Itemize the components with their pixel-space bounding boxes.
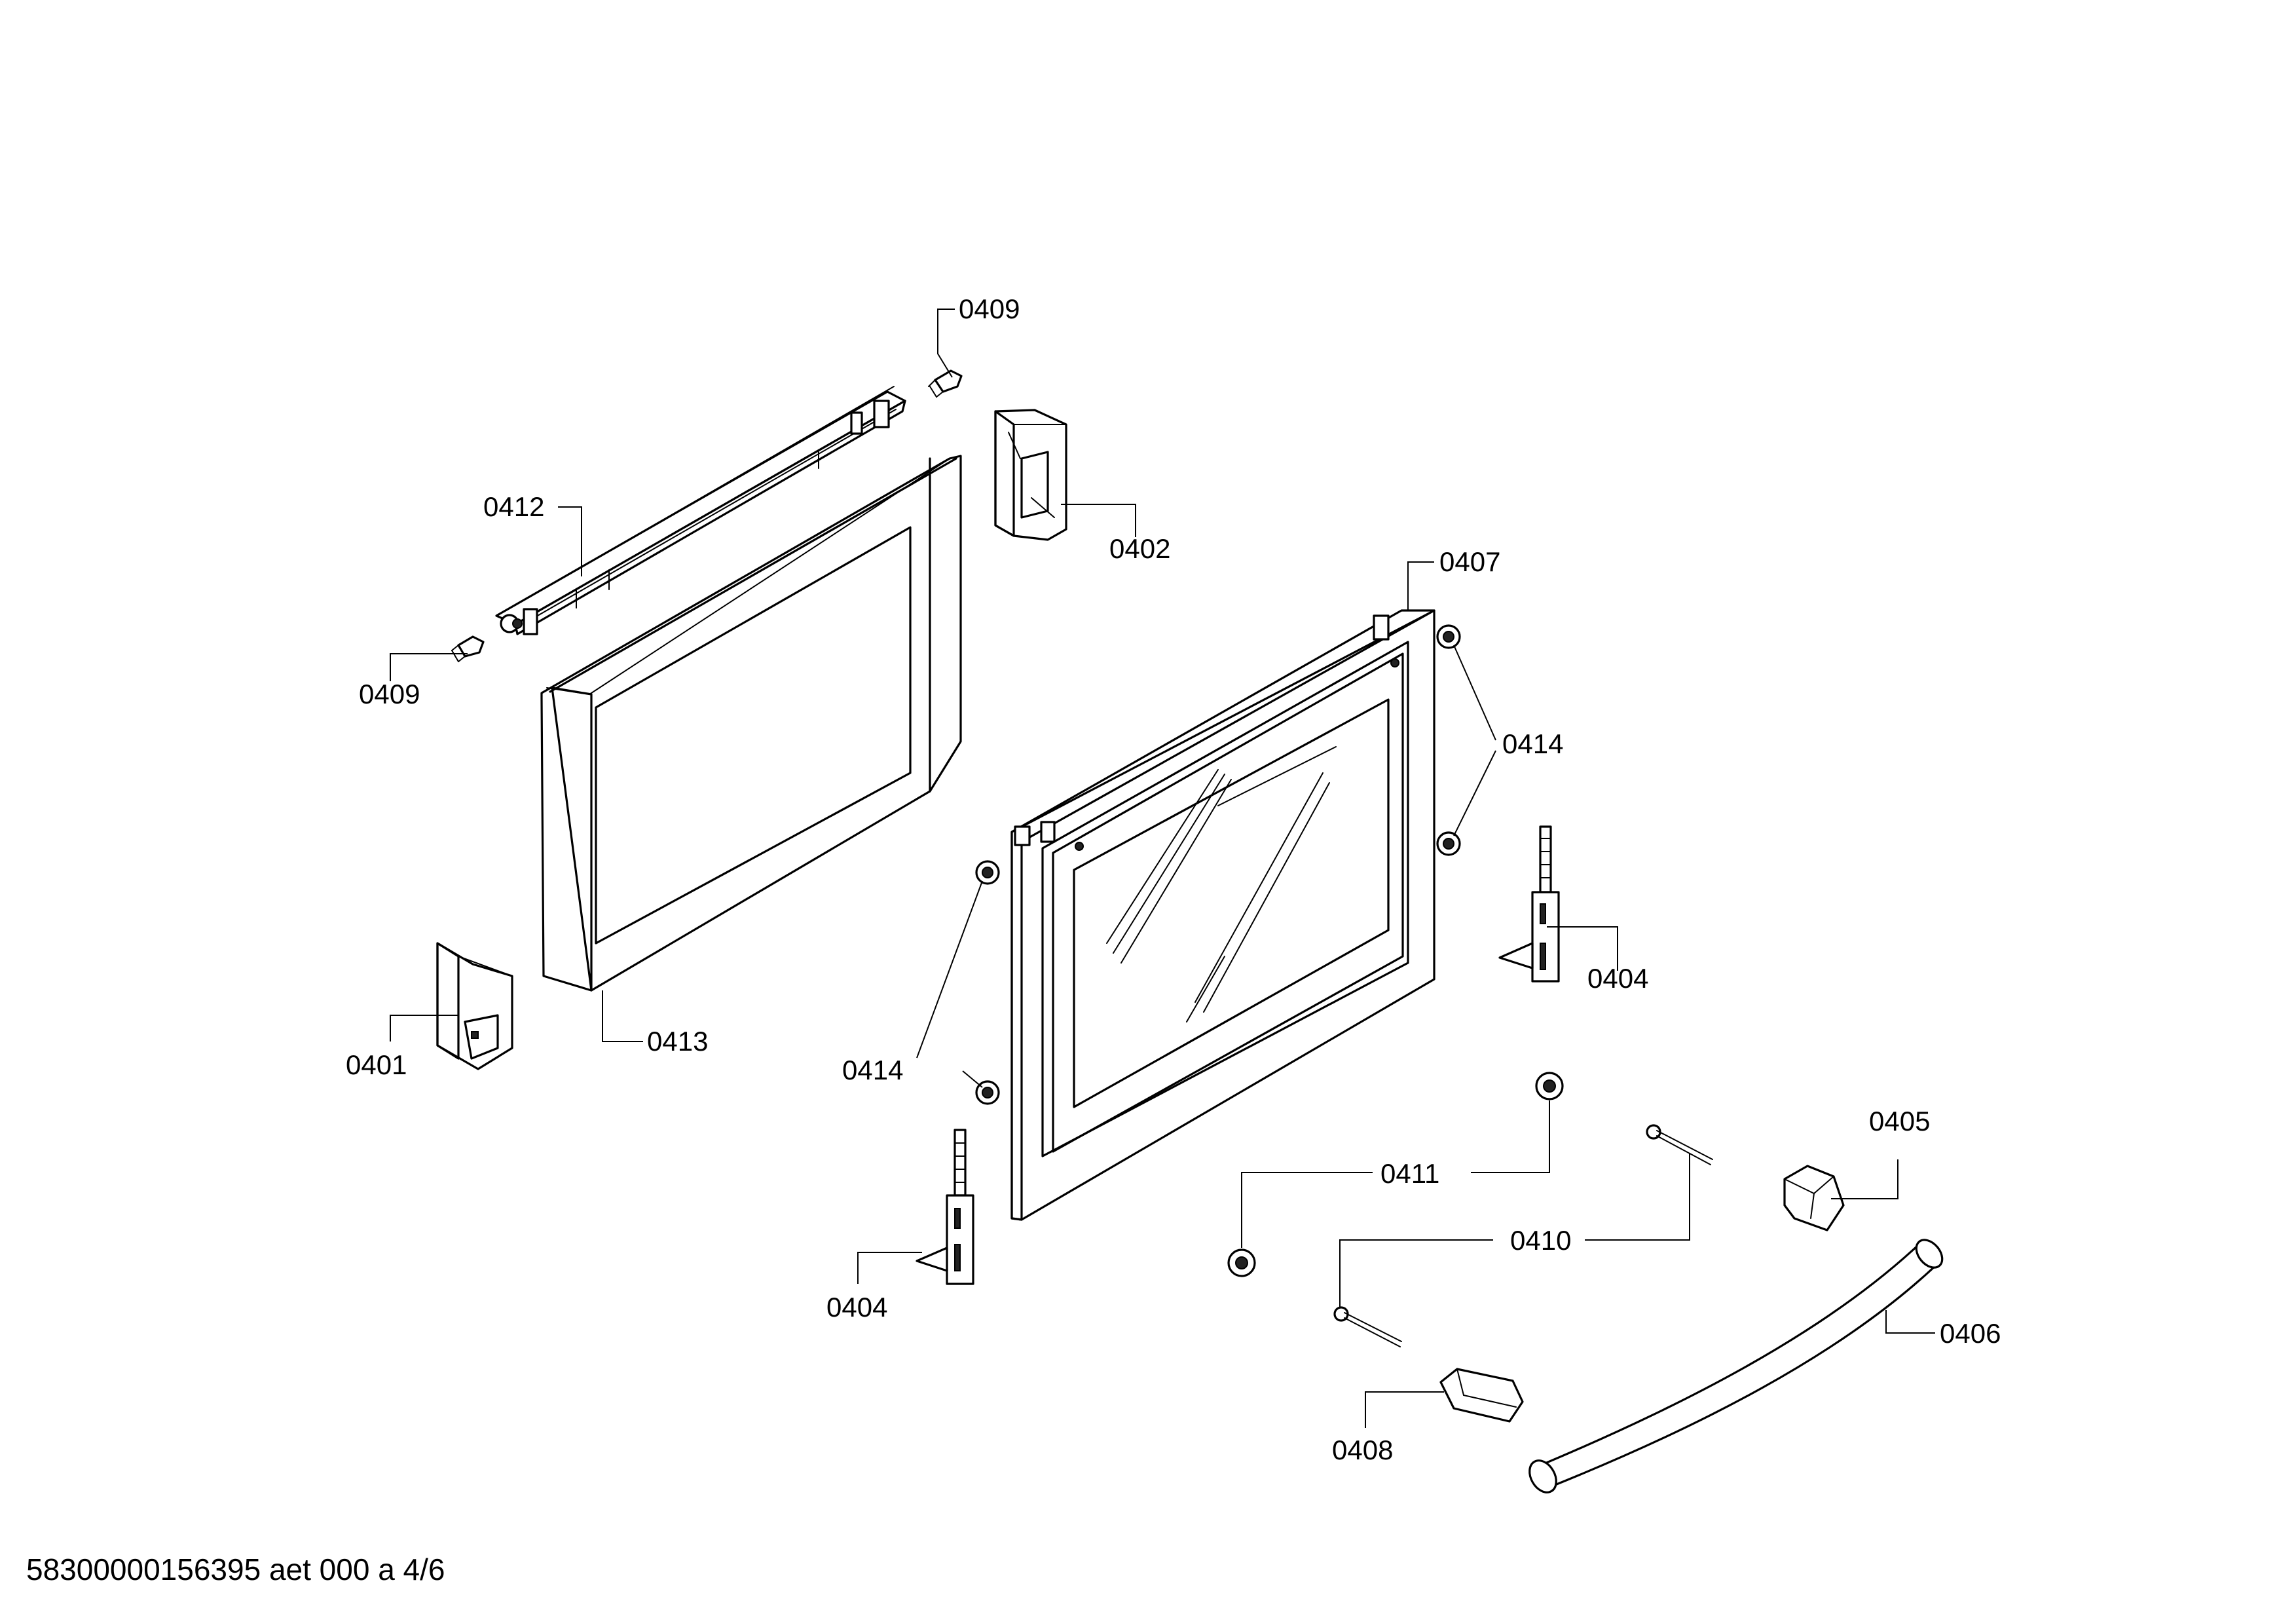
- label-0409-left: 0409: [359, 679, 420, 709]
- label-0405: 0405: [1869, 1106, 1930, 1136]
- label-0414-left: 0414: [842, 1055, 903, 1085]
- part-0407-outer-door: [1010, 609, 1435, 1221]
- label-0404-bottom: 0404: [826, 1292, 887, 1323]
- part-0411-spacers: [1227, 1072, 1564, 1277]
- label-0407: 0407: [1439, 546, 1500, 577]
- label-0402: 0402: [1109, 533, 1170, 564]
- label-0410: 0410: [1510, 1225, 1571, 1256]
- label-0411: 0411: [1380, 1158, 1439, 1189]
- label-0406: 0406: [1940, 1318, 2001, 1349]
- part-0408-end-cap: [1439, 1368, 1524, 1423]
- part-0409-clip-left: [451, 635, 485, 662]
- part-0414-bumpers: [975, 624, 1461, 1105]
- document-footer-code: 58300000156395 aet 000 a 4/6: [26, 1552, 445, 1586]
- part-0401-hinge-bracket: [436, 942, 513, 1070]
- part-0413-inner-glass-panel: [540, 455, 962, 992]
- label-0409-top: 0409: [959, 293, 1020, 324]
- label-0412: 0412: [483, 491, 544, 522]
- leader-lines: [390, 309, 1935, 1428]
- label-0408: 0408: [1332, 1435, 1393, 1465]
- part-0404-hinge-right: [1498, 825, 1560, 983]
- part-0409-clip-top: [928, 369, 963, 398]
- part-0406-door-handle: [1528, 1239, 1944, 1493]
- part-0412-top-trim-rail: [495, 386, 906, 635]
- part-0402-hinge-bracket: [994, 409, 1067, 541]
- label-0413: 0413: [647, 1026, 708, 1057]
- label-0414-right: 0414: [1502, 728, 1563, 759]
- part-0404-hinge-left: [916, 1129, 974, 1285]
- label-0401: 0401: [346, 1049, 407, 1080]
- label-0404-right: 0404: [1587, 963, 1648, 994]
- part-labels: 0409 0412 0402 0409 0407 0414 0404 0413 …: [346, 293, 2001, 1465]
- part-0405-end-cap: [1783, 1165, 1845, 1231]
- part-0410-screws: [1333, 1124, 1713, 1347]
